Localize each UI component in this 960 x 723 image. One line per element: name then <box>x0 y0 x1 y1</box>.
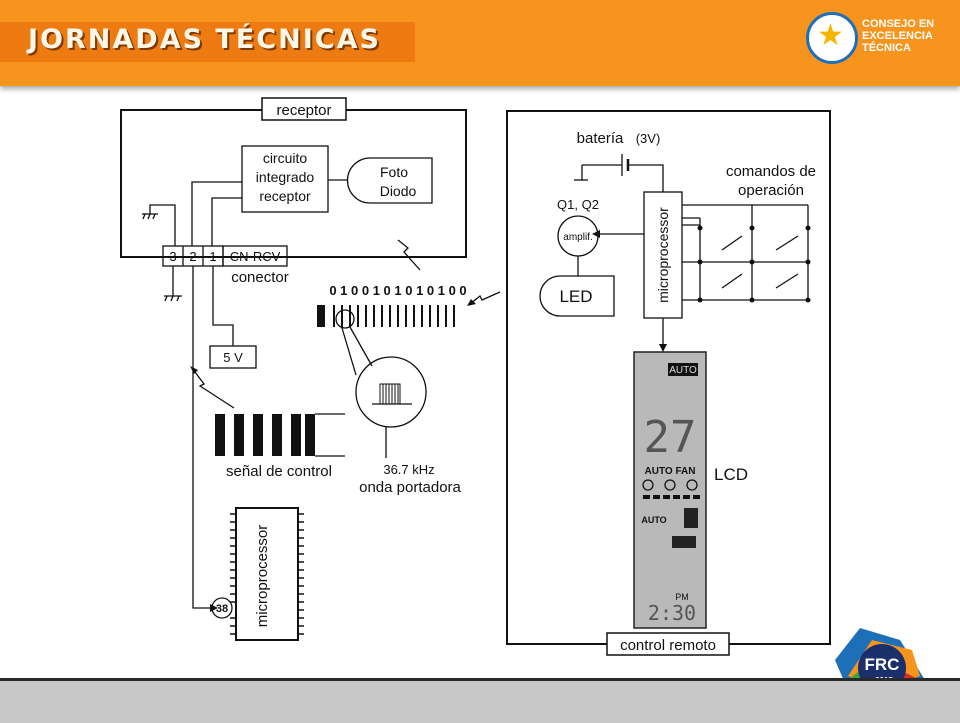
control-signal-pulses <box>215 413 345 457</box>
commands-label-2: operación <box>738 182 804 199</box>
lcd-pm: PM <box>675 592 689 602</box>
lcd-mode: AUTO <box>669 365 697 376</box>
consejo-logo-text: CONSEJO EN EXCELENCIA TÉCNICA <box>862 18 935 54</box>
lcd-clock: 2:30 <box>648 601 696 625</box>
bit-sequence: 0 1 0 0 1 0 1 0 1 0 1 0 0 <box>329 283 466 298</box>
consejo-logo-icon: ★ <box>806 12 858 64</box>
ic-label-2: integrado <box>256 169 315 185</box>
lcd-label: LCD <box>714 465 748 484</box>
switch-matrix <box>682 204 811 303</box>
battery-voltage: (3V) <box>636 131 661 146</box>
pin-3-label: 3 <box>169 249 176 264</box>
carrier-frequency: 36.7 kHz <box>383 462 434 477</box>
remote-block: control remoto batería (3V) microprocess… <box>506 110 831 656</box>
ir-ray-receiver <box>397 239 421 271</box>
battery-symbol <box>574 154 664 192</box>
pulse-train <box>317 305 455 327</box>
lcd-auto-2: AUTO <box>641 515 666 525</box>
title-band <box>0 22 415 62</box>
photodiode-label-2: Diodo <box>380 183 417 199</box>
frc-year: 2015 <box>875 676 893 678</box>
carrier-zoom <box>355 356 427 428</box>
remote-micro-label: microprocessor <box>655 207 671 303</box>
lcd-temperature: 27 <box>644 412 697 463</box>
header-bar: JORNADAS TÉCNICAS ★ CONSEJO EN EXCELENCI… <box>0 0 960 86</box>
transistor-label: Q1, Q2 <box>557 197 599 212</box>
receiver-title: receptor <box>276 102 331 119</box>
amplifier-label: amplif. <box>563 232 592 243</box>
pin-38-circle <box>211 597 233 619</box>
pin-2-label: 2 <box>189 249 196 264</box>
lcd-auto-fan: AUTO FAN <box>645 466 696 477</box>
frc-brand: FRC <box>865 655 900 674</box>
ic-label-3: receptor <box>259 188 311 204</box>
carrier-label: onda portadora <box>359 479 461 496</box>
battery-label: batería <box>577 130 624 147</box>
supply-5v-label: 5 V <box>223 350 243 365</box>
ir-ray-control <box>191 367 235 409</box>
led-label: LED <box>559 287 592 306</box>
footer-bar <box>0 678 960 723</box>
control-signal-label: señal de control <box>226 463 332 480</box>
photodiode-label-1: Foto <box>380 164 408 180</box>
carrier-burst <box>372 383 412 405</box>
main-micro-block: microprocessor 38 <box>211 507 304 641</box>
pin-1-label: 1 <box>209 249 216 264</box>
remote-title: control remoto <box>620 637 716 654</box>
lcd-fan-icons <box>642 479 700 499</box>
ir-ray-led <box>469 291 501 305</box>
photodiode-shape <box>346 157 433 204</box>
frc-logo-icon: FRC 2015 <box>835 628 924 678</box>
connector-code: CN-RCV <box>230 249 281 264</box>
signal-block: 0 1 0 0 1 0 1 0 1 0 1 0 0 <box>215 283 467 496</box>
commands-label-1: comandos de <box>726 163 816 180</box>
main-micro-chip <box>235 507 299 641</box>
page-title: JORNADAS TÉCNICAS <box>28 24 381 55</box>
connector-label: conector <box>231 269 289 286</box>
receiver-block: receptor circuito integrado receptor Fot… <box>120 97 467 612</box>
led-shape <box>539 275 615 317</box>
ir-remote-diagram: receptor circuito integrado receptor Fot… <box>120 97 924 678</box>
pin-38-label: 38 <box>216 603 228 615</box>
main-micro-label: microprocessor <box>254 525 271 628</box>
ic-label-1: circuito <box>263 150 308 166</box>
